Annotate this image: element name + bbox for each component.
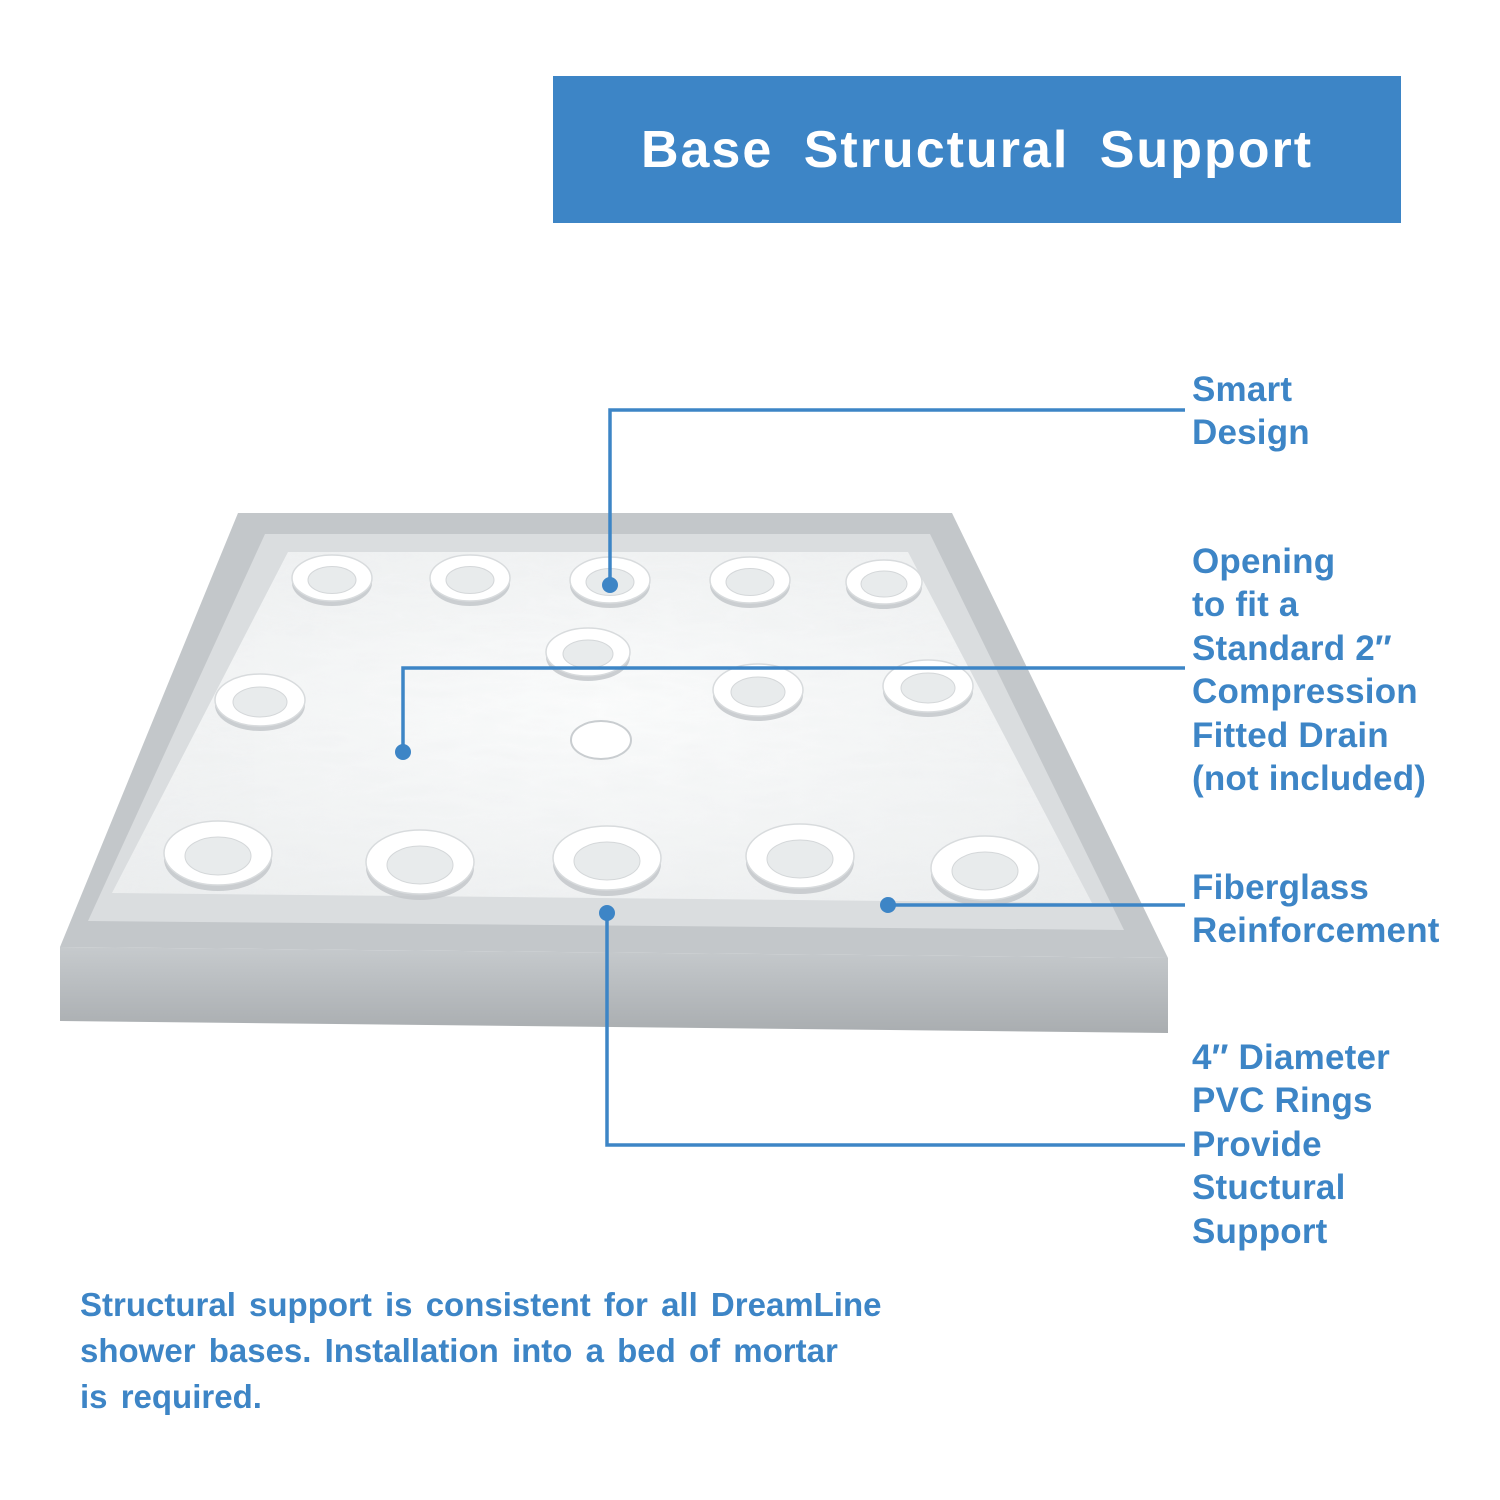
footer-note: Structural support is consistent for all… xyxy=(80,1286,882,1416)
callout-smart-design-label: Smart Design xyxy=(1192,370,1310,453)
pvc-ring xyxy=(709,556,791,608)
callout-dot-drain-opening xyxy=(395,744,411,760)
pvc-ring xyxy=(214,673,306,731)
drain-opening-hole xyxy=(570,720,632,760)
callout-dot-smart-design xyxy=(602,577,618,593)
pvc-ring xyxy=(365,829,475,900)
callout-dot-fiberglass xyxy=(880,897,896,913)
pvc-ring xyxy=(745,823,855,894)
callout-line-drain-opening xyxy=(401,666,1185,752)
pvc-ring xyxy=(545,627,631,681)
pvc-ring xyxy=(291,554,373,606)
title-banner: Base Structural Support xyxy=(553,76,1401,223)
callout-drain-opening-label: Opening to fit a Standard 2″ Compression… xyxy=(1192,542,1427,798)
pvc-ring xyxy=(712,663,804,721)
callout-dot-pvc-rings xyxy=(599,905,615,921)
callout-pvc-rings-label: 4″ Diameter PVC Rings Provide Stuctural … xyxy=(1192,1038,1390,1251)
callout-line-pvc-rings xyxy=(605,913,1185,1147)
pvc-ring xyxy=(163,820,273,891)
pvc-ring xyxy=(429,554,511,606)
pvc-ring xyxy=(552,825,662,896)
callout-fiberglass-label: Fiberglass Reinforcement xyxy=(1192,868,1440,951)
page-title: Base Structural Support xyxy=(640,120,1314,179)
pvc-ring xyxy=(882,659,974,717)
callout-line-smart-design xyxy=(608,408,1185,585)
base-front-wall xyxy=(60,947,1168,1033)
pvc-ring xyxy=(930,835,1040,906)
pvc-ring xyxy=(845,559,923,609)
